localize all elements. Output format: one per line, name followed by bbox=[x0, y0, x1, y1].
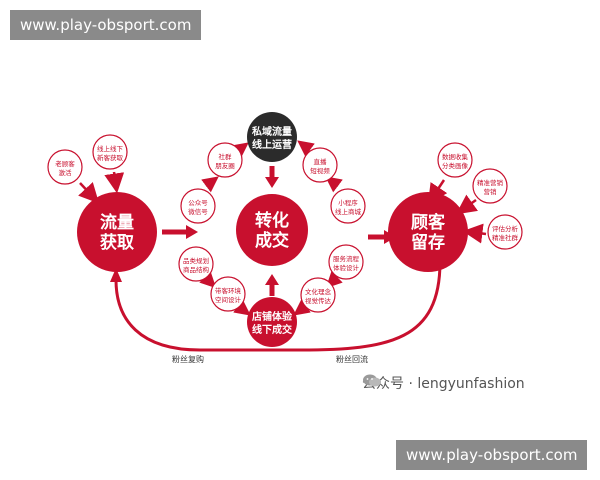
small-label: 商品结构 bbox=[183, 265, 210, 274]
small-label: 评估分析 bbox=[492, 224, 519, 233]
small-label: 数据收集 bbox=[442, 152, 469, 161]
node-label: 获取 bbox=[100, 232, 134, 253]
small-label: 文化理念 bbox=[305, 287, 332, 296]
small-label: 品类规划 bbox=[183, 256, 209, 265]
node-label: 转化 bbox=[255, 210, 289, 231]
node-private-traffic: 私域流量 线上运营 bbox=[247, 112, 297, 162]
ring-community: 社群 朋友圈 bbox=[207, 142, 243, 178]
small-label: 直播 bbox=[314, 157, 328, 166]
arrow-head bbox=[110, 268, 122, 282]
input-new-customer: 线上线下 新客获取 bbox=[92, 134, 128, 170]
small-label: 公众号 bbox=[188, 199, 208, 207]
input-old-customer: 老顾客 激活 bbox=[47, 149, 83, 185]
node-label: 成交 bbox=[255, 230, 289, 251]
node-label: 流量 bbox=[100, 212, 134, 233]
ring-arrow bbox=[293, 299, 311, 316]
node-traffic-acquisition: 流量 获取 bbox=[77, 192, 157, 272]
ring-arrow bbox=[325, 176, 343, 193]
node-retention: 顾客 留存 bbox=[388, 192, 468, 272]
small-label: 精准社群 bbox=[492, 233, 519, 242]
input-data-collection: 数据收集 分类画像 bbox=[437, 142, 473, 178]
small-label: 线上商城 bbox=[335, 207, 362, 216]
arrow-head bbox=[265, 177, 279, 188]
ring-space-design: 带客环境 空间设计 bbox=[210, 276, 246, 312]
ring-service-process: 服务流程 体验设计 bbox=[328, 244, 364, 280]
ring-live-video: 直播 短视频 bbox=[302, 147, 338, 183]
node-label: 店铺体验 bbox=[252, 310, 293, 323]
ring-arrow bbox=[201, 176, 219, 193]
small-label: 短视频 bbox=[310, 166, 330, 175]
arrow-head bbox=[186, 225, 198, 239]
ring-arrow bbox=[297, 140, 315, 157]
input-evaluation: 评估分析 精准社群 bbox=[487, 214, 523, 250]
small-label: 服务流程 bbox=[333, 254, 360, 263]
small-label: 分类画像 bbox=[442, 161, 469, 170]
small-label: 小程序 bbox=[338, 198, 358, 207]
ring-category-planning: 品类规划 商品结构 bbox=[178, 246, 214, 282]
small-label: 新客获取 bbox=[97, 153, 124, 162]
node-label: 线上运营 bbox=[252, 138, 292, 151]
arrow-small bbox=[462, 223, 487, 244]
node-label: 线下成交 bbox=[252, 323, 292, 336]
small-label: 精准营销 bbox=[477, 178, 504, 187]
arrow-small bbox=[78, 182, 100, 204]
node-store-experience: 店铺体验 线下成交 bbox=[247, 297, 297, 347]
wechat-icon bbox=[363, 374, 381, 387]
ring-culture-visual: 文化理念 视觉传达 bbox=[300, 277, 336, 313]
loop-arrow bbox=[114, 261, 442, 352]
ring-official-account: 公众号 微信号 bbox=[180, 188, 216, 224]
node-label: 私域流量 bbox=[251, 125, 292, 138]
small-label: 微信号 bbox=[188, 207, 208, 216]
account-credit: 公众号 · lengyunfashion bbox=[362, 373, 525, 393]
credit-account: lengyunfashion bbox=[417, 376, 525, 392]
node-label: 留存 bbox=[411, 232, 445, 253]
ring-mini-program: 小程序 线上商城 bbox=[330, 188, 366, 224]
arrow-head bbox=[265, 274, 279, 285]
small-label: 营销 bbox=[484, 187, 498, 196]
node-label: 顾客 bbox=[411, 212, 446, 233]
small-label: 激活 bbox=[59, 168, 73, 177]
small-label: 体验设计 bbox=[333, 263, 360, 272]
watermark-bottom: www.play-obsport.com bbox=[396, 440, 588, 470]
ring-arrow bbox=[325, 271, 343, 289]
watermark-top: www.play-obsport.com bbox=[10, 10, 202, 40]
small-label: 老顾客 bbox=[55, 159, 75, 168]
arrow-small bbox=[104, 171, 125, 194]
small-label: 空间设计 bbox=[215, 295, 242, 304]
flow-label-right: 粉丝回流 bbox=[336, 354, 368, 364]
small-label: 社群 bbox=[219, 152, 233, 161]
small-label: 朋友圈 bbox=[215, 161, 235, 170]
node-conversion: 转化 成交 bbox=[236, 194, 308, 266]
flow-label-left: 粉丝复购 bbox=[172, 354, 204, 364]
arrow-small bbox=[455, 194, 478, 215]
small-label: 线上线下 bbox=[97, 144, 124, 153]
small-label: 带客环境 bbox=[215, 286, 242, 295]
input-precision-marketing: 精准营销 营销 bbox=[472, 168, 508, 204]
small-label: 视觉传达 bbox=[305, 296, 332, 305]
